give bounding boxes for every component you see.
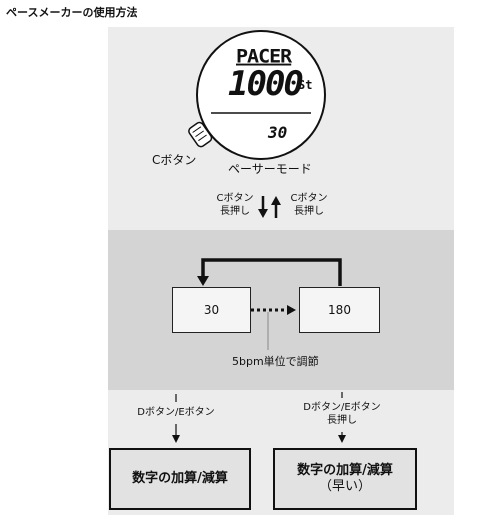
watch-face: [196, 30, 326, 160]
c-long-right-line2: 長押し: [294, 206, 324, 217]
c-long-left-line2: 長押し: [220, 206, 250, 217]
d-e-long-line1: Dボタン/Eボタン: [303, 402, 381, 413]
arrow-down-left-icon: [172, 394, 180, 443]
c-button-label: Cボタン: [152, 153, 197, 167]
pacer-mode-label: ペーサーモード: [228, 162, 312, 176]
d-e-button-label: Dボタン/Eボタン: [137, 407, 215, 418]
arrow-down-right-icon: [338, 392, 346, 443]
result-left-box: 数字の加算/減算: [109, 448, 251, 510]
watch-mode-text: PACER: [236, 44, 292, 68]
arrow-up-icon: [271, 196, 281, 218]
watch-main-unit: St: [298, 78, 313, 92]
step-note: 5bpm単位で調節: [232, 355, 319, 368]
c-button-icon: [188, 121, 213, 148]
result-right-line1: 数字の加算/減算: [297, 463, 393, 478]
result-right-box: 数字の加算/減算 （早い）: [273, 448, 417, 510]
page-title: ペースメーカーの使用方法: [6, 6, 138, 19]
watch-main-value: 1000: [228, 64, 304, 104]
c-long-press-right: Cボタン 長押し: [286, 192, 332, 218]
max-value-box: 180: [299, 287, 380, 333]
dotted-arrow-icon: [251, 305, 296, 315]
result-left-text: 数字の加算/減算: [132, 471, 228, 486]
min-value-box: 30: [172, 287, 251, 333]
result-right-line2: （早い）: [318, 479, 371, 494]
c-long-left-line1: Cボタン: [216, 193, 254, 204]
arrow-down-icon: [258, 196, 268, 218]
c-long-right-line1: Cボタン: [290, 193, 328, 204]
c-long-press-left: Cボタン 長押し: [212, 192, 258, 218]
watch-sub-value: 30: [268, 123, 288, 142]
d-e-long-line2: 長押し: [327, 415, 357, 426]
loop-arrow-icon: [197, 258, 342, 286]
d-e-long-press-label: Dボタン/Eボタン 長押し: [294, 401, 390, 427]
